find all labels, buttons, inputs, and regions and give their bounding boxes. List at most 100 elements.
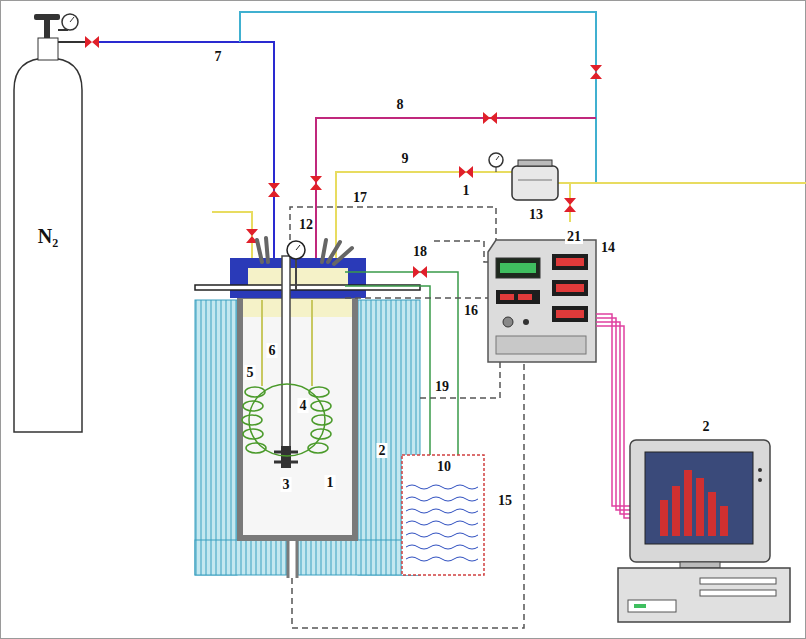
chart-bar [720,506,728,536]
drive-slot [700,590,776,596]
callout-number: 10 [435,459,453,474]
signal-line [292,362,524,628]
drive-bay [628,600,676,612]
controller [488,240,596,362]
gas-label: N₂ [36,225,60,247]
label-anchor: 7 [213,47,224,65]
label-anchor: N₂ [36,225,60,247]
display [496,258,540,278]
monitor-stand [680,562,720,568]
valve [590,65,602,79]
callout-number: 6 [267,343,278,358]
cooling-water-line [345,286,430,470]
label-anchor: 15 [496,491,514,509]
probe [322,240,326,262]
gas-cylinder [14,14,86,432]
display-digits [556,310,584,318]
wave [406,485,478,489]
transducer-cap [518,160,552,166]
drive-slot [700,578,776,584]
display-digits [500,263,536,273]
knob [523,319,529,325]
signal-line [434,241,488,262]
chart-bar [696,478,704,536]
thermowell [295,259,297,290]
drain-outlet [288,541,297,578]
valve [483,112,497,124]
button [758,478,762,482]
gauge-needle [296,245,300,250]
nitrogen-line [98,42,274,272]
coil-loop [249,384,325,456]
cable [596,326,632,518]
display-digits [500,294,514,300]
purge-line [240,12,596,183]
label-anchor: 13 [527,205,545,223]
callout-number: 8 [395,97,406,112]
coil-loop [312,415,332,425]
probe [334,248,352,264]
cable [596,314,632,506]
jacket-wall [195,540,287,575]
signal-line [420,362,500,398]
label-anchor: 5 [245,363,256,381]
inlet-line [212,212,252,262]
valve-stem [44,20,50,38]
display [552,280,588,296]
label-anchor: 3 [281,475,292,493]
reactor-vessel [240,296,355,538]
wave [406,521,478,525]
monitor [630,440,770,562]
coil-loop [242,415,262,425]
callout-number: 7 [213,49,224,64]
signal-line [345,297,488,299]
callout-number: 19 [433,379,451,394]
label-anchor: 10 [435,457,453,475]
callout-number: 13 [527,207,545,222]
label-anchor: 4 [298,396,309,414]
impeller [281,446,291,468]
gauge-stem [496,167,497,172]
cooling-coil [242,300,332,456]
jacket-wall [195,300,237,575]
wave [406,533,478,537]
outlet-pipe [58,41,86,43]
label-anchor: 12 [297,215,315,233]
valve [413,266,427,278]
coil-leads [262,300,312,386]
wave [406,545,478,549]
chart-bar [684,470,692,536]
probes [257,238,352,264]
callout-number: 14 [599,240,617,255]
chart-bar [660,500,668,536]
label-anchor: 8 [395,95,406,113]
cylinder-neck [38,38,58,60]
valve-handle [34,14,60,20]
callout-number: 15 [496,493,514,508]
valve [85,36,99,48]
callout-number: 2 [701,419,712,434]
label-anchor: 21 [565,227,583,245]
display-digits [556,284,584,292]
sample-line [336,172,512,262]
signal-line [290,207,496,240]
callout-number: 21 [565,229,583,244]
label-anchor: 19 [433,377,451,395]
data-cables [596,314,632,518]
coil-loop [246,443,266,453]
gauge-needle [496,156,499,160]
callout-number: 3 [281,477,292,492]
stirrer-shaft [282,256,290,448]
label-anchor: 16 [462,301,480,319]
display-digits [518,294,532,300]
chart-bar [672,486,680,536]
cooling-water-line [345,272,458,470]
display [496,290,540,304]
pressure-gauge [287,241,305,259]
callout-number: 1 [461,183,472,198]
chart-bar [708,492,716,536]
screen [645,452,753,544]
controller-case [488,240,596,362]
